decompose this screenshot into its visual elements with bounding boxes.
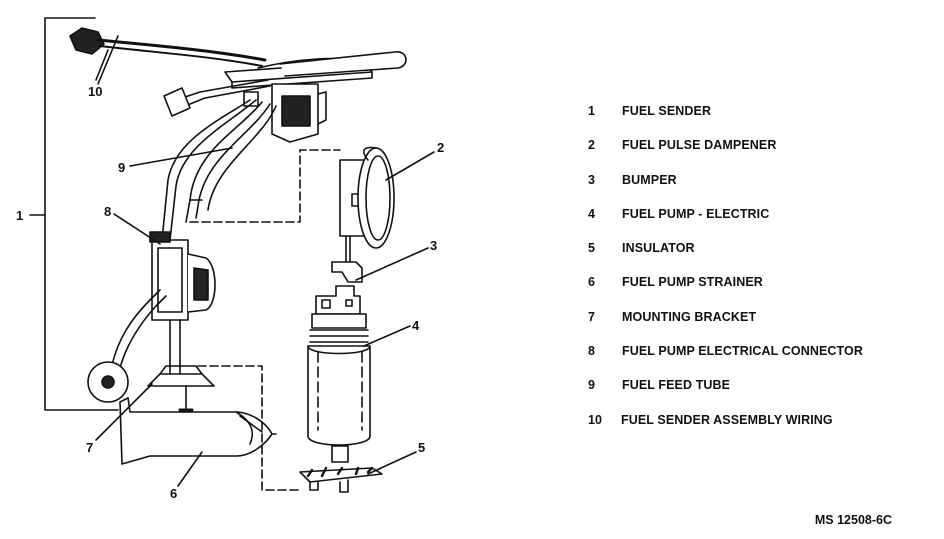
legend-item: 6 FUEL PUMP STRAINER bbox=[588, 275, 928, 309]
fuel-pump-strainer bbox=[119, 397, 277, 465]
legend-item: 10 FUEL SENDER ASSEMBLY WIRING bbox=[588, 413, 928, 447]
leader-6 bbox=[177, 451, 203, 487]
leader-2 bbox=[385, 151, 435, 181]
pump-connector-assembly bbox=[111, 231, 216, 381]
legend-item: 8 FUEL PUMP ELECTRICAL CONNECTOR bbox=[588, 344, 928, 378]
leader-4 bbox=[363, 325, 411, 347]
leader-8 bbox=[113, 213, 161, 245]
legend-label: FUEL PUMP - ELECTRIC bbox=[622, 206, 770, 221]
parts-legend: 1 FUEL SENDER 2 FUEL PULSE DAMPENER 3 BUMPE… bbox=[588, 104, 928, 447]
legend-item: 4 FUEL PUMP - ELECTRIC bbox=[588, 207, 928, 241]
strainer-guide bbox=[197, 365, 301, 491]
callout-3: 3 bbox=[430, 238, 437, 253]
legend-number: 1 bbox=[588, 104, 596, 118]
legend-item: 1 FUEL SENDER bbox=[588, 104, 928, 138]
legend-item: 5 INSULATOR bbox=[588, 241, 928, 275]
leader-9 bbox=[129, 147, 233, 167]
leader-10 bbox=[97, 35, 119, 85]
fuel-pump-electric bbox=[307, 285, 371, 463]
legend-number: 10 bbox=[588, 412, 603, 427]
leader-7 bbox=[95, 383, 153, 441]
insulator bbox=[299, 466, 383, 493]
legend-item: 2 FUEL PULSE DAMPENER bbox=[588, 138, 928, 172]
figure-code: MS 12508-6C bbox=[814, 513, 892, 527]
callout-5: 5 bbox=[418, 440, 425, 455]
legend-number: 7 bbox=[588, 309, 596, 324]
legend-number: 4 bbox=[588, 206, 596, 221]
leader-5 bbox=[367, 451, 417, 475]
legend-number: 8 bbox=[588, 344, 596, 359]
legend-label: FUEL FEED TUBE bbox=[622, 378, 731, 393]
callout-6: 6 bbox=[170, 486, 177, 501]
sender-bracket-line bbox=[44, 17, 119, 411]
dampener-guide bbox=[189, 149, 341, 223]
fuel-feed-tubes bbox=[161, 99, 277, 241]
leader-3 bbox=[355, 247, 429, 281]
legend-label: FUEL PUMP STRAINER bbox=[622, 275, 763, 290]
legend-item: 7 MOUNTING BRACKET bbox=[588, 310, 928, 344]
legend-label: FUEL PUMP ELECTRICAL CONNECTOR bbox=[622, 344, 863, 359]
legend-label: FUEL SENDER ASSEMBLY WIRING bbox=[621, 412, 833, 427]
sender-top-flange bbox=[163, 51, 407, 143]
callout-7: 7 bbox=[86, 440, 93, 455]
fuel-pulse-dampener bbox=[339, 146, 395, 249]
legend-label: MOUNTING BRACKET bbox=[622, 309, 757, 324]
legend-number: 6 bbox=[588, 275, 596, 290]
legend-number: 3 bbox=[588, 172, 596, 187]
legend-number: 5 bbox=[588, 241, 596, 256]
legend-item: 9 FUEL FEED TUBE bbox=[588, 378, 928, 412]
legend-label: FUEL PULSE DAMPENER bbox=[622, 138, 777, 153]
callout-10: 10 bbox=[88, 84, 102, 99]
callout-2: 2 bbox=[437, 140, 444, 155]
callout-8: 8 bbox=[104, 204, 111, 219]
legend-label: BUMPER bbox=[622, 172, 677, 187]
legend-number: 9 bbox=[588, 378, 596, 393]
legend-item: 3 BUMPER bbox=[588, 173, 928, 207]
callout-4: 4 bbox=[412, 318, 420, 333]
callout-1: 1 bbox=[16, 208, 23, 223]
legend-label: FUEL SENDER bbox=[622, 104, 712, 118]
bumper bbox=[331, 235, 363, 283]
mounting-bracket bbox=[147, 365, 215, 412]
legend-label: INSULATOR bbox=[622, 241, 695, 256]
legend-number: 2 bbox=[588, 138, 596, 153]
callout-9: 9 bbox=[118, 160, 125, 175]
fuel-level-float bbox=[87, 361, 129, 403]
